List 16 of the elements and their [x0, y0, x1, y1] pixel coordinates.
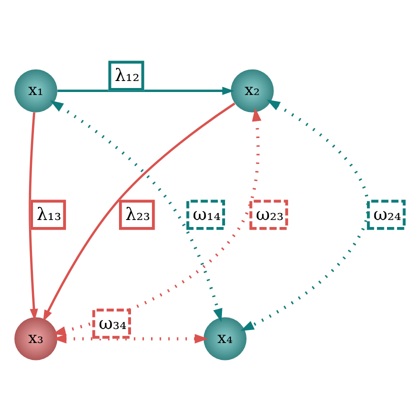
edge-label: ω₃₄	[98, 313, 127, 334]
node-circle: x₂	[230, 68, 274, 112]
arrow	[52, 334, 208, 343]
edge-label: ω₂₄	[373, 204, 402, 224]
node-circle: x₃	[14, 316, 58, 360]
arrow	[28, 112, 38, 320]
edge-label: λ₁₂	[114, 65, 140, 86]
edge-label: λ₂₃	[125, 204, 150, 224]
arrow	[52, 107, 262, 336]
arrow	[240, 99, 370, 331]
node-circle: x₁	[14, 68, 58, 112]
node-circle: x₄	[204, 316, 247, 360]
edge-label: λ₁₃	[36, 204, 62, 224]
edge-label: ω₂₃	[256, 204, 284, 224]
arrow	[57, 86, 234, 94]
edge-label: ω₁₄	[192, 204, 221, 224]
